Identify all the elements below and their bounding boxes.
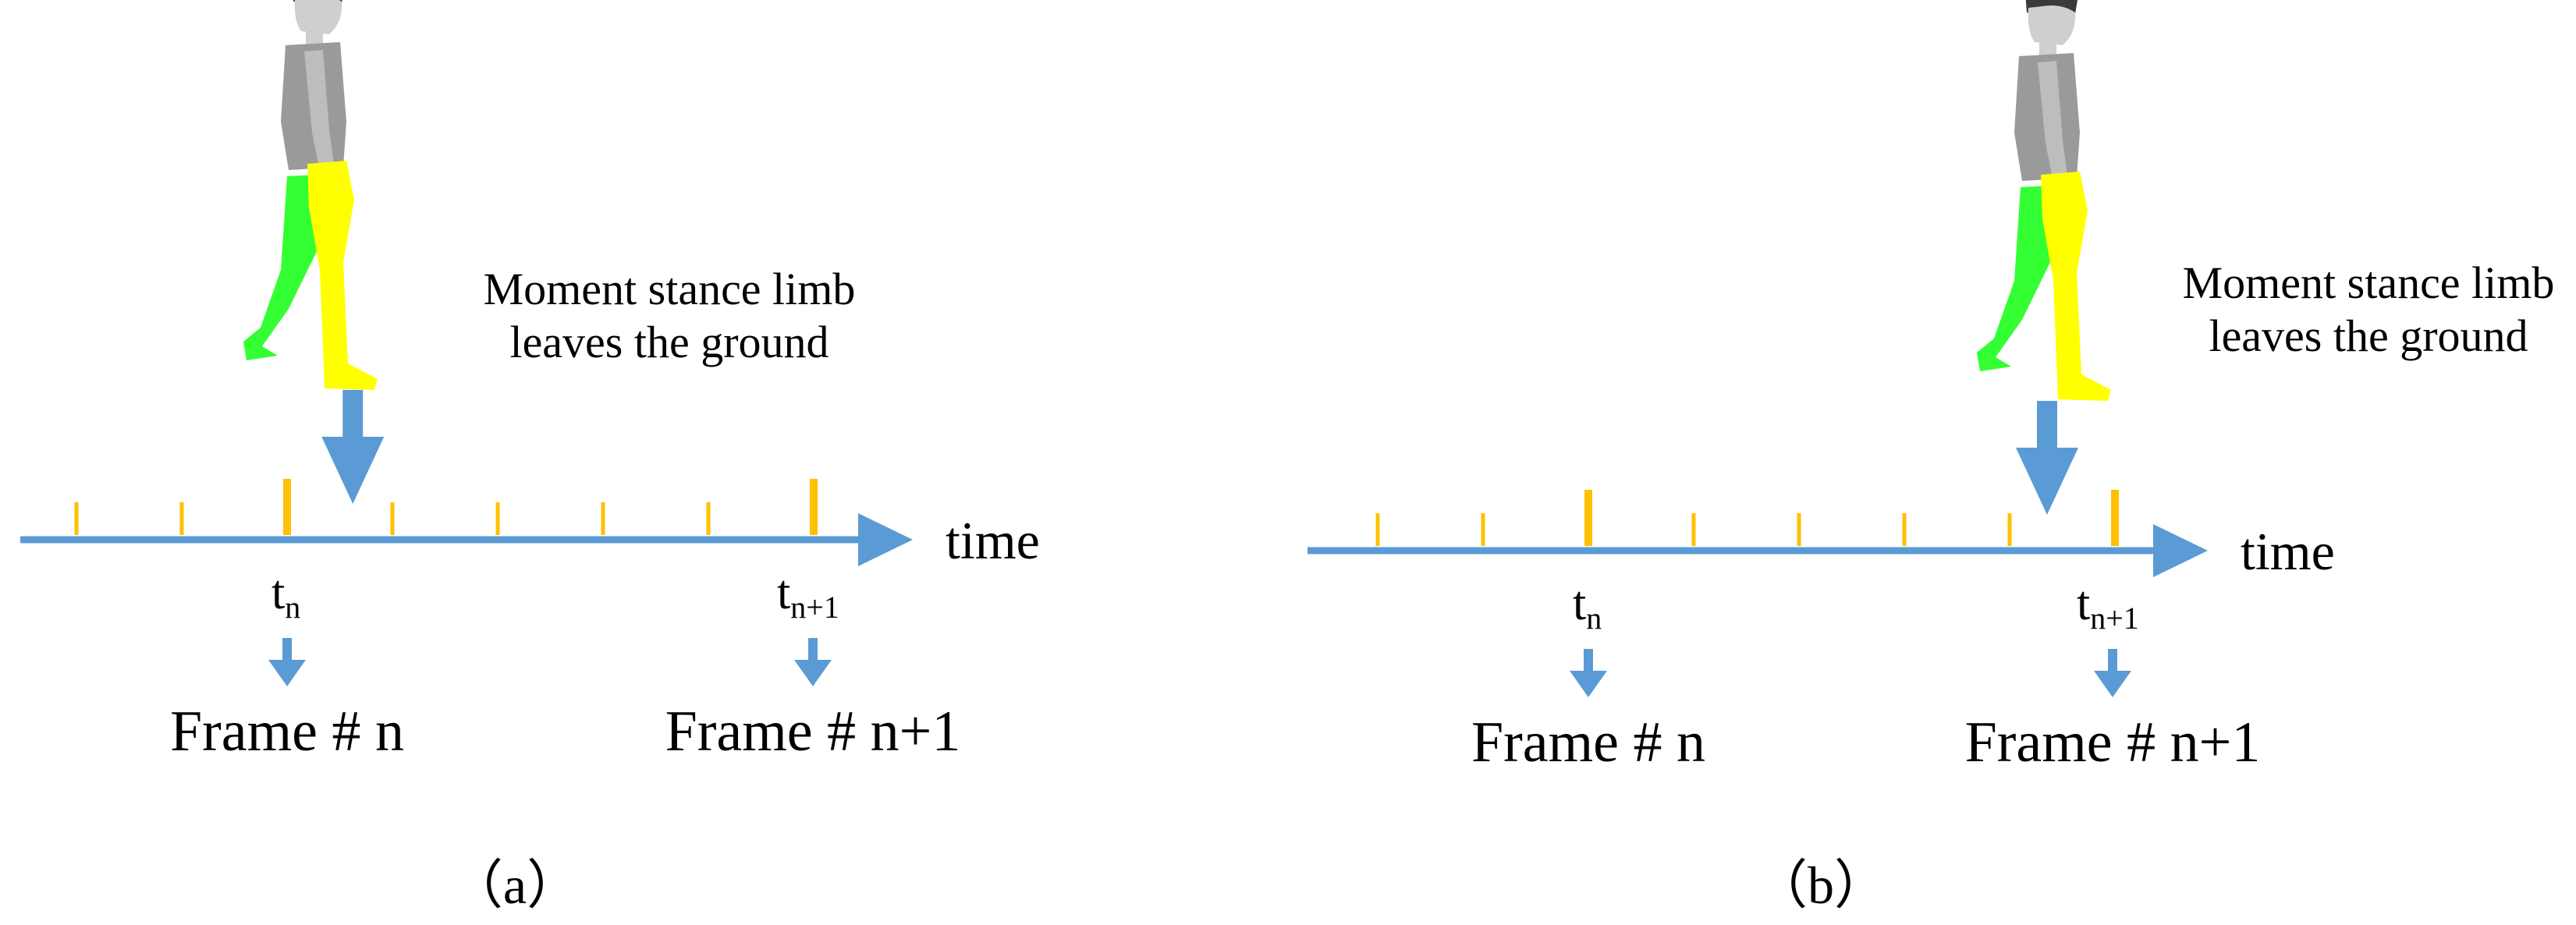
subfigure-label: （a） xyxy=(450,856,580,915)
tn1-label: tn+1 xyxy=(777,566,839,625)
frame-n-label: Frame # n xyxy=(1471,711,1705,774)
time-axis-arrowhead xyxy=(2153,524,2208,577)
tn1-label: tn+1 xyxy=(2077,577,2139,636)
caption-line-2: leaves the ground xyxy=(509,317,829,367)
walking-figure-icon xyxy=(243,0,378,390)
frame-n-arrow xyxy=(268,638,306,686)
walking-figure-icon xyxy=(1977,0,2111,401)
time-axis-label: time xyxy=(2241,522,2335,581)
caption-line-1: Moment stance limb xyxy=(484,264,856,314)
tn-label: tn xyxy=(271,566,300,625)
frame-n-arrow xyxy=(1570,649,1607,697)
frame-n1-label: Frame # n+1 xyxy=(665,700,961,764)
frame-n1-arrow xyxy=(794,638,832,686)
frame-n1-label: Frame # n+1 xyxy=(1965,711,2261,774)
tn-label: tn xyxy=(1573,577,1602,636)
subfigure-label: （b） xyxy=(1755,856,1887,915)
caption-line-1: Moment stance limb xyxy=(2183,257,2555,308)
event-arrow xyxy=(321,390,385,504)
time-axis-label: time xyxy=(946,511,1040,570)
caption-line-2: leaves the ground xyxy=(2209,310,2528,361)
event-arrow xyxy=(2016,401,2078,515)
frame-n1-arrow xyxy=(2094,649,2131,697)
time-axis-arrowhead xyxy=(858,513,913,566)
frame-n-label: Frame # n xyxy=(170,700,404,764)
